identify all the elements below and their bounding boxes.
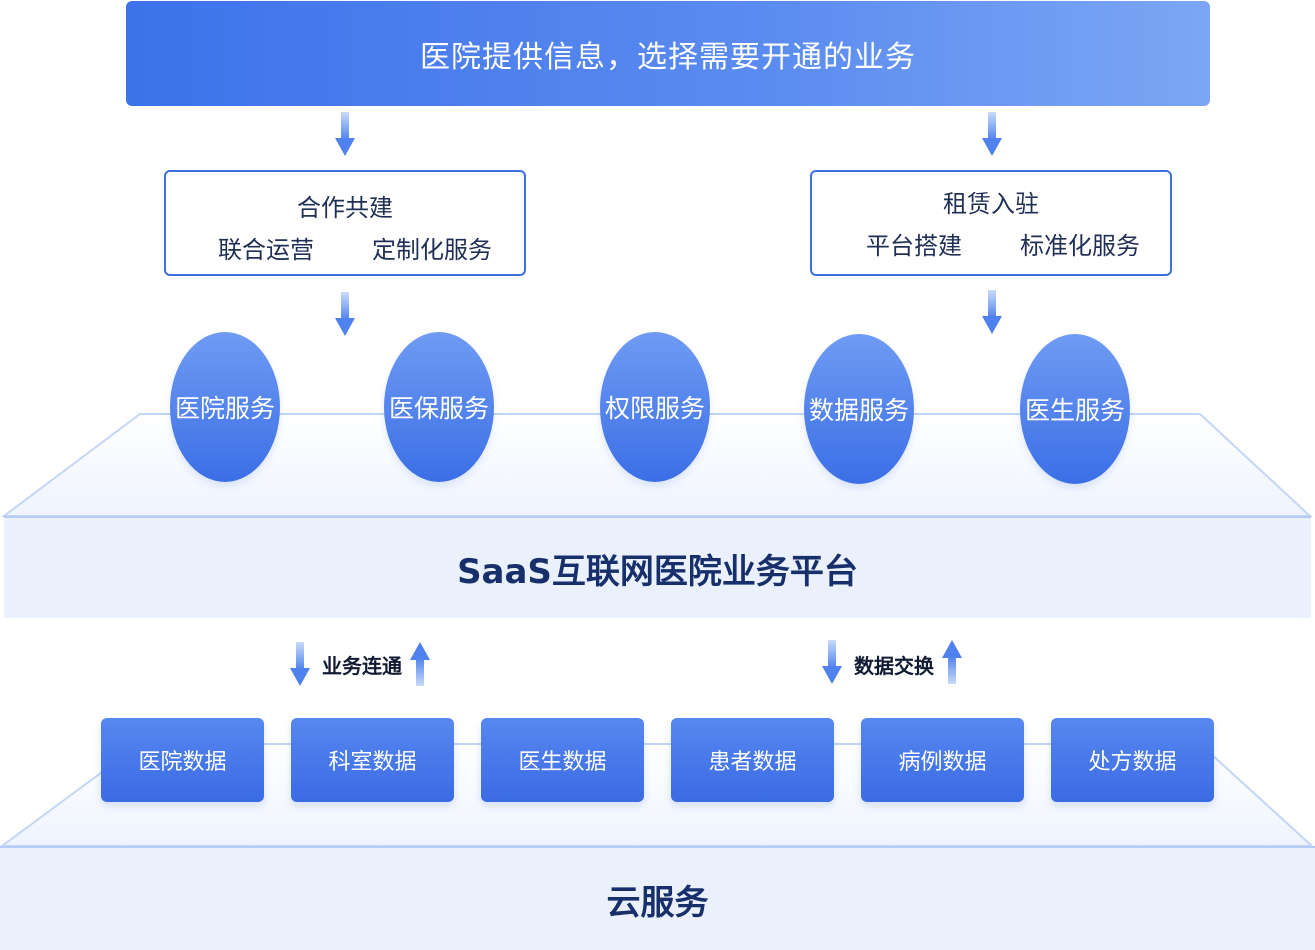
arrow-down-icon [822, 640, 842, 684]
data-box-department: 科室数据 [291, 718, 454, 802]
data-label: 医院数据 [138, 750, 227, 775]
data-label: 科室数据 [328, 750, 417, 775]
service-hospital: 医院服务 [170, 332, 280, 482]
mode-item: 定制化服务 [372, 236, 492, 264]
arrow-down-icon [335, 292, 355, 336]
service-label: 医院服务 [174, 394, 275, 423]
link-label-business: 业务连通 [322, 654, 402, 678]
mode-title: 租赁入驻 [943, 190, 1039, 218]
mode-item: 平台搭建 [866, 232, 962, 260]
mode-box-cooperation: 合作共建 联合运营 定制化服务 [164, 170, 526, 276]
arrow-up-icon [942, 640, 962, 684]
mode-box-lease: 租赁入驻 平台搭建 标准化服务 [810, 170, 1172, 276]
service-label: 医保服务 [388, 394, 489, 423]
link-label-exchange: 数据交换 [854, 654, 934, 678]
cloud-service-band: 云服务 [0, 846, 1315, 950]
arrow-down-icon [290, 642, 310, 686]
data-box-hospital: 医院数据 [101, 718, 264, 802]
service-label: 数据服务 [808, 396, 909, 425]
service-insurance: 医保服务 [384, 332, 494, 482]
data-box-case: 病例数据 [861, 718, 1024, 802]
mode-item: 联合运营 [218, 236, 314, 264]
banner-text: 医院提供信息，选择需要开通的业务 [420, 39, 916, 75]
data-label: 病例数据 [898, 750, 987, 775]
data-label: 医生数据 [518, 750, 607, 775]
service-doctor: 医生服务 [1020, 334, 1130, 484]
data-box-doctor: 医生数据 [481, 718, 644, 802]
data-box-patient: 患者数据 [671, 718, 834, 802]
saas-platform-band: SaaS互联网医院业务平台 [4, 516, 1311, 618]
arrow-down-icon [335, 112, 355, 156]
data-label: 处方数据 [1088, 750, 1177, 775]
data-label: 患者数据 [708, 750, 797, 775]
arrow-down-icon [982, 112, 1002, 156]
data-box-prescription: 处方数据 [1051, 718, 1214, 802]
mode-title: 合作共建 [297, 194, 393, 222]
service-permission: 权限服务 [600, 332, 710, 482]
service-label: 权限服务 [604, 394, 705, 423]
cloud-label: 云服务 [606, 882, 709, 923]
service-data: 数据服务 [804, 334, 914, 484]
service-label: 医生服务 [1024, 396, 1125, 425]
top-banner: 医院提供信息，选择需要开通的业务 [126, 1, 1210, 106]
arrow-down-icon [982, 290, 1002, 334]
arrow-up-icon [410, 642, 430, 686]
mode-item: 标准化服务 [1020, 232, 1140, 260]
platform-label: SaaS互联网医院业务平台 [457, 551, 858, 592]
